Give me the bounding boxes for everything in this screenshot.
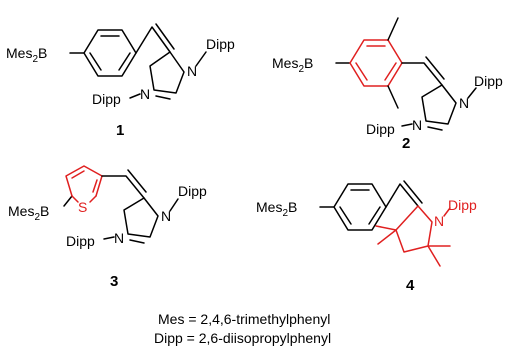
compound-2-n2-label: N [412, 117, 422, 133]
compound-4-n-dipp-label: Dipp [448, 197, 477, 213]
compound-2-mesityl-inner-bonds [355, 45, 397, 81]
compound-1-n1-dipp-label: Dipp [206, 36, 235, 52]
compound-3-vinyl-bonds [101, 169, 147, 199]
compound-3-n1-dipp-bond [169, 198, 179, 212]
compound-4-gem-dimethyl-left [375, 225, 397, 245]
compound-3-n1-label: N [161, 208, 171, 224]
compound-4-pyrrolidine-ring [395, 205, 433, 253]
compound-2: Mes2B N Dipp N Dipp 2 [272, 17, 503, 152]
legend-mes-definition: Mes = 2,4,6-trimethylphenyl [158, 311, 330, 327]
legend-dipp-definition: Dipp = 2,6-diisopropylphenyl [154, 330, 331, 346]
compound-4-benzene-inner-bonds [339, 189, 381, 225]
compound-2-imidazole-ring [421, 84, 457, 125]
compound-3-b-c-bond [63, 195, 73, 207]
compound-1-n2-dipp-label: Dipp [92, 91, 121, 107]
compound-4-benzene-ring [333, 183, 387, 231]
compound-4-n-dipp-bond [443, 207, 451, 217]
compound-1-imidazole-double [155, 95, 171, 100]
compound-1-imidazole-ring [149, 51, 185, 94]
compound-1-mes2b-label: Mes2B [6, 45, 47, 65]
compound-1-n1-label: N [187, 63, 197, 79]
compound-2-n2-dipp-bond [401, 123, 413, 127]
compound-1-number: 1 [116, 122, 124, 139]
compound-1: Mes2B N Dipp N Dipp 1 [6, 23, 235, 139]
compound-4-vinyl-bonds [385, 180, 423, 208]
compound-1-n2-dipp-bond [129, 93, 141, 99]
compound-3-thiophene-ring [65, 165, 103, 197]
compound-3-n1-dipp-label: Dipp [178, 183, 207, 199]
compound-2-mesityl-ring [349, 39, 403, 87]
compound-3-imidazole-ring [123, 197, 159, 238]
compound-2-n2-dipp-label: Dipp [366, 121, 395, 137]
compound-4-mes2b-label: Mes2B [256, 199, 297, 219]
compound-4: Mes2B N Dipp 4 [256, 180, 477, 294]
compound-3-imidazole-double [129, 239, 145, 244]
compound-4-n-label: N [434, 213, 444, 229]
compound-2-mes2b-label: Mes2B [272, 55, 313, 75]
compound-3-s-label: S [78, 199, 87, 215]
compound-2-vinyl-bonds [401, 56, 445, 86]
compound-1-benzene-ring [83, 29, 137, 77]
compound-3-thiophene-inner-bonds [71, 170, 98, 193]
compound-3-n2-dipp-label: Dipp [66, 233, 95, 249]
compound-2-n1-dipp-label: Dipp [474, 73, 503, 89]
compound-3-n2-dipp-bond [103, 236, 115, 240]
abbreviation-legend: Mes = 2,4,6-trimethylphenyl Dipp = 2,6-d… [154, 311, 331, 346]
compound-1-benzene-inner-bonds [89, 35, 131, 71]
compound-2-methyl-top [387, 17, 399, 41]
compound-4-number: 4 [406, 277, 415, 294]
compound-2-n1-dipp-bond [467, 87, 477, 99]
compound-1-n1-dipp-bond [195, 51, 207, 67]
compound-2-imidazole-double [427, 126, 443, 131]
compound-4-gem-dimethyl-right [427, 245, 451, 267]
compound-3-number: 3 [110, 273, 118, 290]
compound-3-s-bonds [71, 195, 97, 203]
compound-1-vinyl-bonds [135, 23, 175, 54]
compound-3-mes2b-label: Mes2B [8, 203, 49, 223]
compound-3: Mes2B S N Dipp N Dipp 3 [8, 165, 207, 290]
compound-2-number: 2 [402, 135, 410, 152]
compound-2-n1-label: N [459, 95, 469, 111]
compound-1-n2-label: N [140, 86, 150, 102]
compound-3-n2-label: N [114, 230, 124, 246]
compound-2-methyl-bottom [387, 85, 399, 109]
